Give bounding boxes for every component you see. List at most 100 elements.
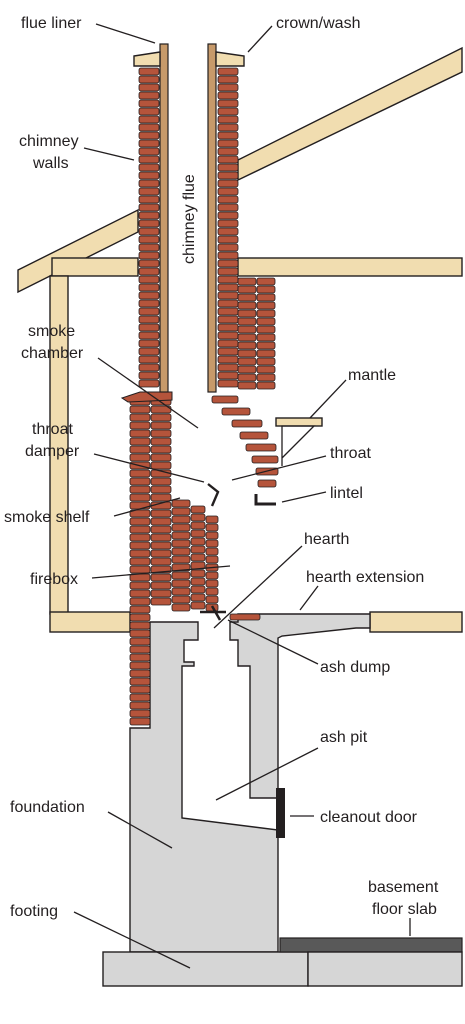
label-throat-damper-1: throat [32, 421, 73, 438]
brick [258, 480, 276, 487]
brick [130, 494, 150, 501]
brick [130, 550, 150, 557]
brick [139, 220, 159, 227]
brick [238, 374, 256, 381]
brick [230, 614, 260, 620]
brick [238, 310, 256, 317]
brick [218, 292, 238, 299]
brick [222, 408, 250, 415]
brick [218, 220, 238, 227]
mantle-shelf [276, 418, 322, 426]
brick [130, 438, 150, 445]
label-chimney-walls-2: walls [32, 155, 69, 172]
brick [218, 124, 238, 131]
brick [151, 494, 171, 501]
brick [218, 84, 238, 91]
basement-floor-slab [280, 938, 462, 952]
label-smoke-chamber-2: chamber [21, 345, 84, 362]
brick [130, 678, 150, 685]
brick [139, 148, 159, 155]
brick [218, 252, 238, 259]
brick [130, 542, 150, 549]
brick [130, 646, 150, 653]
brick [151, 454, 171, 461]
brick [257, 310, 275, 317]
cleanout-door [276, 788, 285, 838]
brick [130, 654, 150, 661]
brick [218, 260, 238, 267]
brick [257, 382, 275, 389]
brick [218, 68, 238, 75]
brick [130, 590, 150, 597]
brick [218, 284, 238, 291]
brick [139, 276, 159, 283]
brick [139, 108, 159, 115]
brick [172, 604, 190, 611]
brick [218, 100, 238, 107]
brick [130, 518, 150, 525]
label-footing: footing [10, 903, 58, 920]
brick [139, 92, 159, 99]
throat-damper-plate [208, 484, 218, 506]
label-chimney-walls-1: chimney [19, 133, 79, 150]
brick [218, 300, 238, 307]
brick [218, 212, 238, 219]
brick [139, 268, 159, 275]
brick [257, 318, 275, 325]
brick [130, 566, 150, 573]
brick [130, 406, 150, 413]
brick [139, 356, 159, 363]
brick [218, 132, 238, 139]
brick [139, 132, 159, 139]
brick [151, 558, 171, 565]
brick [130, 662, 150, 669]
brick [130, 614, 150, 621]
brick [151, 478, 171, 485]
brick [139, 76, 159, 83]
brick [139, 100, 159, 107]
brick [151, 582, 171, 589]
label-foundation: foundation [10, 799, 85, 816]
brick [206, 548, 218, 555]
brick [218, 172, 238, 179]
brick [130, 454, 150, 461]
brick [238, 318, 256, 325]
brick [218, 324, 238, 331]
brick [172, 588, 190, 595]
brick [206, 580, 218, 587]
brick [218, 268, 238, 275]
brick [139, 236, 159, 243]
brick [139, 228, 159, 235]
brick [218, 188, 238, 195]
brick [218, 372, 238, 379]
brick [139, 156, 159, 163]
brick [139, 244, 159, 251]
brick [191, 514, 205, 521]
label-hearth-extension: hearth extension [306, 569, 424, 586]
brick [257, 350, 275, 357]
brick [139, 252, 159, 259]
brick [151, 590, 171, 597]
label-firebox: firebox [30, 571, 78, 588]
roof-rafter-right [238, 48, 462, 180]
lintel-angle [256, 494, 276, 504]
brick [130, 622, 150, 629]
brick [191, 594, 205, 601]
brick [151, 510, 171, 517]
brick [206, 516, 218, 523]
brick [172, 580, 190, 587]
brick [257, 358, 275, 365]
brick [206, 532, 218, 539]
brick [206, 540, 218, 547]
smoke-chamber-cap [122, 392, 172, 402]
brick [139, 164, 159, 171]
brick [139, 372, 159, 379]
brick [206, 524, 218, 531]
brick [130, 686, 150, 693]
label-basement-floor-slab-1: basement [368, 879, 439, 896]
label-chimney-flue: chimney flue [181, 174, 198, 264]
brick [151, 550, 171, 557]
brick [257, 326, 275, 333]
brick [139, 172, 159, 179]
brick [139, 316, 159, 323]
